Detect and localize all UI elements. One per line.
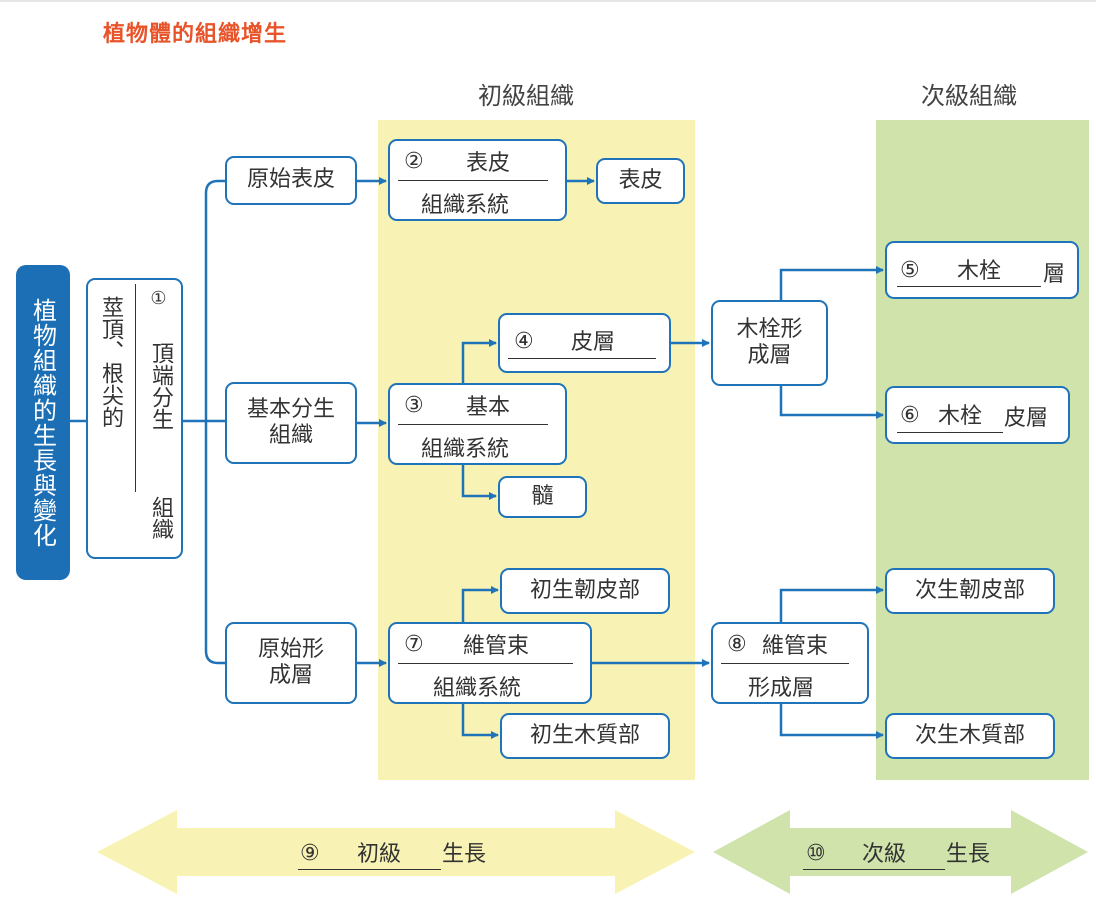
answer-primary-growth: 初級 <box>357 842 402 867</box>
primary-growth-arrow <box>97 810 695 894</box>
answer-underline-2 <box>398 180 548 181</box>
top-rule <box>0 0 1096 2</box>
cork-cambium-box: 木栓形成層 <box>711 300 828 386</box>
answer-phelloderm: 木栓 <box>938 404 983 429</box>
answer-vascular-bundle: 維管束 <box>463 634 530 659</box>
ground-meristem-box: 基本分生組織 <box>225 382 357 464</box>
number-6: ⑥ <box>900 403 920 428</box>
number-2: ② <box>404 149 424 174</box>
answer-cork: 木栓 <box>957 259 1002 284</box>
answer-cortex: 皮層 <box>571 330 616 355</box>
page-title: 植物體的組織增生 <box>103 22 288 47</box>
answer-secondary-growth: 次級 <box>862 842 907 867</box>
cortex-box <box>498 313 671 373</box>
number-1: ① <box>148 288 169 309</box>
answer-underline-5 <box>897 286 1041 287</box>
number-10: ⑩ <box>806 841 826 866</box>
answer-ground: 基本 <box>466 395 511 420</box>
root-plant-tissue-growth: 植物組織的生長與變化 <box>16 265 70 580</box>
protoderm-box: 原始表皮 <box>225 156 357 205</box>
secondary-xylem-box: 次生木質部 <box>885 713 1055 759</box>
apical-meristem-suffix: 組織 <box>148 496 173 540</box>
number-9: ⑨ <box>300 841 320 866</box>
heading-secondary-tissue: 次級組織 <box>921 82 1017 110</box>
answer-underline-6 <box>897 432 1003 433</box>
cork-suffix: 層 <box>1043 262 1066 287</box>
number-7: ⑦ <box>404 632 424 657</box>
ground-system-suffix: 組織系統 <box>421 437 510 462</box>
answer-underline-3 <box>398 424 548 425</box>
secondary-growth-arrow <box>713 810 1088 894</box>
secondary-growth-suffix: 生長 <box>946 842 991 867</box>
answer-underline-7 <box>398 663 573 664</box>
answer-apical-meristem: 頂端分生 <box>148 342 173 430</box>
answer-underline-9 <box>298 869 441 870</box>
answer-underline-4 <box>508 358 656 359</box>
secondary-phloem-box: 次生韌皮部 <box>885 568 1055 614</box>
answer-epidermis: 表皮 <box>466 151 511 176</box>
pith-box: 髓 <box>498 476 587 518</box>
procambium-box: 原始形成層 <box>225 622 357 704</box>
vascular-system-suffix: 組織系統 <box>433 676 522 701</box>
epidermal-system-suffix: 組織系統 <box>421 193 510 218</box>
cork-box <box>885 241 1079 299</box>
epidermis-box: 表皮 <box>596 158 685 204</box>
primary-growth-suffix: 生長 <box>442 842 487 867</box>
number-5: ⑤ <box>900 258 920 283</box>
answer-underline-1 <box>135 284 136 492</box>
number-8: ⑧ <box>727 632 747 657</box>
vascular-cambium-suffix: 形成層 <box>748 676 815 701</box>
heading-primary-tissue: 初級組織 <box>478 82 574 110</box>
apical-meristem-location: 莖頂、根尖的 <box>98 296 123 428</box>
apical-meristem-box <box>86 278 183 559</box>
answer-underline-8 <box>721 663 849 664</box>
phelloderm-suffix: 皮層 <box>1004 406 1049 431</box>
number-4: ④ <box>514 329 534 354</box>
answer-vascular-cambium: 維管束 <box>762 634 829 659</box>
phelloderm-box <box>885 386 1070 444</box>
primary-xylem-box: 初生木質部 <box>500 713 670 759</box>
primary-phloem-box: 初生韌皮部 <box>500 568 670 614</box>
number-3: ③ <box>404 393 424 418</box>
secondary-tissue-band <box>876 120 1089 780</box>
answer-underline-10 <box>803 869 945 870</box>
